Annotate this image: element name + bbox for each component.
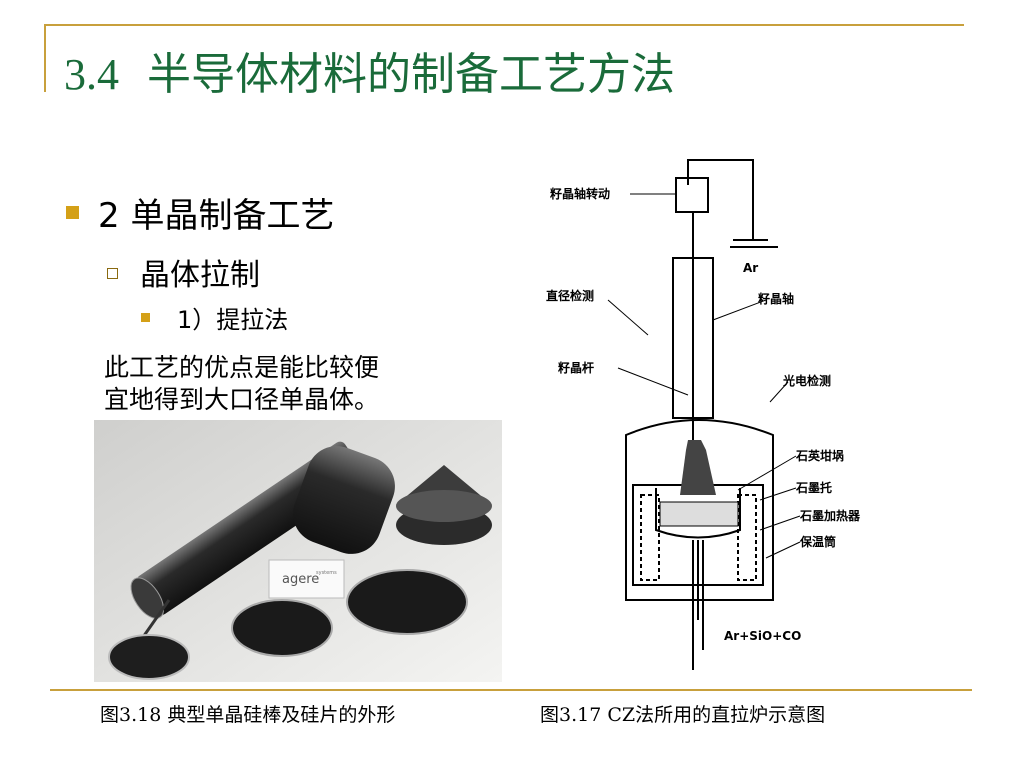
- caption-left: 图3.18 典型单晶硅棒及硅片的外形: [100, 704, 396, 726]
- cz-furnace-diagram: 籽晶轴转动 Ar 直径检测 籽晶轴 籽晶杆 光电检测 石英坩埚 石墨托 石墨加热…: [538, 150, 898, 680]
- paragraph-line: 宜地得到大口径单晶体。: [104, 385, 380, 414]
- label-insulation: 保温筒: [799, 534, 836, 549]
- ingot-wafer-illustration: agere systems: [94, 420, 502, 682]
- label-graphite-heater: 石墨加热器: [799, 508, 861, 523]
- label-ar-inlet: Ar: [743, 261, 758, 275]
- bullet-small-square-icon: [141, 313, 150, 322]
- label-diameter-detect: 直径检测: [546, 288, 594, 303]
- label-graphite-holder: 石墨托: [795, 480, 832, 495]
- photo-logo-text: agere: [282, 572, 319, 587]
- paragraph-line: 此工艺的优点是能比较便: [104, 353, 380, 382]
- caption-right: 图3.17 CZ法所用的直拉炉示意图: [540, 704, 826, 726]
- cz-furnace-schematic: 籽晶轴转动 Ar 直径检测 籽晶轴 籽晶杆 光电检测 石英坩埚 石墨托 石墨加热…: [546, 159, 861, 670]
- level1-heading: 2 单晶制备工艺: [98, 196, 335, 236]
- label-seed-shaft: 籽晶轴: [758, 291, 794, 306]
- top-rule: [44, 24, 964, 26]
- photo-logo-subtext: systems: [316, 570, 337, 576]
- label-seed-rod: 籽晶杆: [558, 360, 594, 375]
- bullet-hollow-square-icon: [107, 268, 118, 279]
- label-photo-detect: 光电检测: [782, 373, 831, 388]
- level3-heading: 1）提拉法: [177, 306, 289, 334]
- title-number: 3.4: [64, 50, 119, 99]
- label-seed-rotation: 籽晶轴转动: [550, 186, 610, 201]
- level2-heading: 晶体拉制: [140, 258, 260, 293]
- ingot-wafer-photo: agere systems: [94, 420, 502, 682]
- label-quartz-crucible: 石英坩埚: [795, 448, 844, 463]
- left-rule: [44, 24, 46, 92]
- description-paragraph: 此工艺的优点是能比较便 宜地得到大口径单晶体。: [104, 352, 464, 416]
- label-exhaust: Ar+SiO+CO: [724, 629, 801, 643]
- title-text: 半导体材料的制备工艺方法: [146, 49, 675, 100]
- page-title: 3.4 半导体材料的制备工艺方法: [64, 38, 675, 102]
- bottom-rule: [50, 689, 972, 691]
- bullet-square-icon: [66, 206, 79, 219]
